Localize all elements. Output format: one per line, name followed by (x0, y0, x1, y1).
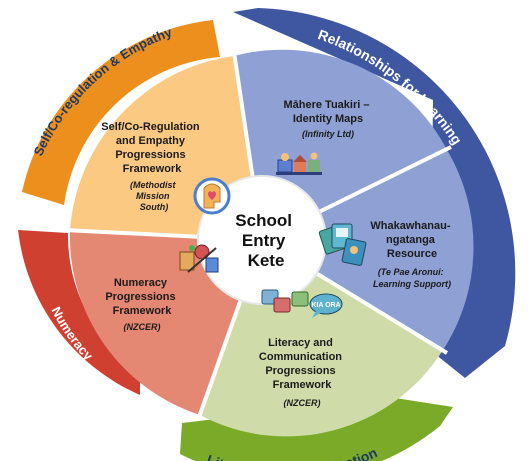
mahere-title-line-2: Identity Maps (293, 113, 363, 125)
selfreg-title-line-4: Framework (123, 163, 183, 175)
selfreg-source-line-1: (Methodist (130, 180, 176, 190)
svg-text:Numeracy Progressions: Numeracy Progressions Framework (105, 277, 178, 317)
whaka-title-line-1: Whakawhanau- (370, 220, 450, 232)
mahere-title-line-1: Māhere Tuakiri – (283, 99, 369, 111)
svg-text:Whakawhanau- ngatanga: Whakawhanau- ngatanga Resource (370, 220, 453, 260)
numeracy-source-line-1: (NZCER) (124, 322, 161, 332)
mahere-source-line-1: (Infinity Ltd) (302, 129, 354, 139)
selfreg-title-line-1: Self/Co-Regulation (101, 121, 200, 133)
center-title: School Entry Kete (235, 211, 296, 270)
segment-whaka (262, 150, 474, 350)
center-line-3: Kete (248, 251, 285, 270)
selfreg-title-line-3: Progressions (115, 149, 185, 161)
selfreg-band (22, 20, 220, 205)
svg-text:(NZCER): (NZCER) (284, 398, 321, 408)
whaka-title-line-2: ngatanga (386, 234, 436, 246)
selfreg-source-line-2: Mission (136, 191, 170, 201)
head-heart-icon (193, 177, 231, 215)
svg-text:(Te Pae Aronui: Learning: (Te Pae Aronui: Learning Support) (373, 267, 451, 289)
numeracy-title-line-3: Framework (113, 305, 173, 317)
whaka-source-line-2: Learning Support) (373, 279, 451, 289)
svg-text:Self/Co-Regulation and E: Self/Co-Regulation and Empathy Progressi… (101, 121, 202, 175)
kia-ora-icon-text: KIA ORA (311, 302, 340, 309)
selfreg-title-line-2: and Empathy (116, 135, 186, 147)
numeracy-title-line-2: Progressions (105, 291, 175, 303)
numeracy-tools-icon (179, 244, 219, 273)
whaka-text: Whakawhanau- ngatanga Resource (Te Pae A… (370, 220, 453, 289)
selfreg-source-line-3: South) (140, 202, 169, 212)
numeracy-band (18, 230, 140, 395)
svg-text:Literacy and Communicati: Literacy and Communication Progressions … (259, 337, 345, 391)
literacy-title-line-3: Progressions (265, 365, 335, 377)
center-line-1: School (235, 211, 292, 230)
literacy-title-line-2: Communication (259, 351, 342, 363)
literacy-title-line-4: Framework (273, 379, 333, 391)
whaka-title-line-3: Resource (387, 248, 437, 260)
svg-text:Māhere Tuakiri – Identit: Māhere Tuakiri – Identity Maps (283, 99, 372, 125)
kia-ora-speech-icon: KIA ORA (261, 289, 343, 318)
literacy-source-line-1: (NZCER) (284, 398, 321, 408)
literacy-title-line-1: Literacy and (268, 337, 333, 349)
whaka-source-line-1: (Te Pae Aronui: (378, 267, 444, 277)
numeracy-title-line-1: Numeracy (114, 277, 168, 289)
mahere-text: Māhere Tuakiri – Identity Maps (Infinity… (283, 99, 372, 139)
svg-text:(Infinity Ltd): (Infinity Ltd) (302, 129, 354, 139)
identity-map-icon (276, 152, 322, 175)
center-line-2: Entry (242, 231, 286, 250)
selfreg-text: Self/Co-Regulation and Empathy Progressi… (101, 121, 202, 212)
resource-cards-icon (318, 223, 367, 266)
svg-text:(NZCER): (NZCER) (124, 322, 161, 332)
literacy-text: Literacy and Communication Progressions … (259, 337, 345, 408)
numeracy-text: Numeracy Progressions Framework (NZCER) (105, 277, 178, 332)
svg-text:(Methodist Mission: (Methodist Mission South) (130, 180, 178, 212)
